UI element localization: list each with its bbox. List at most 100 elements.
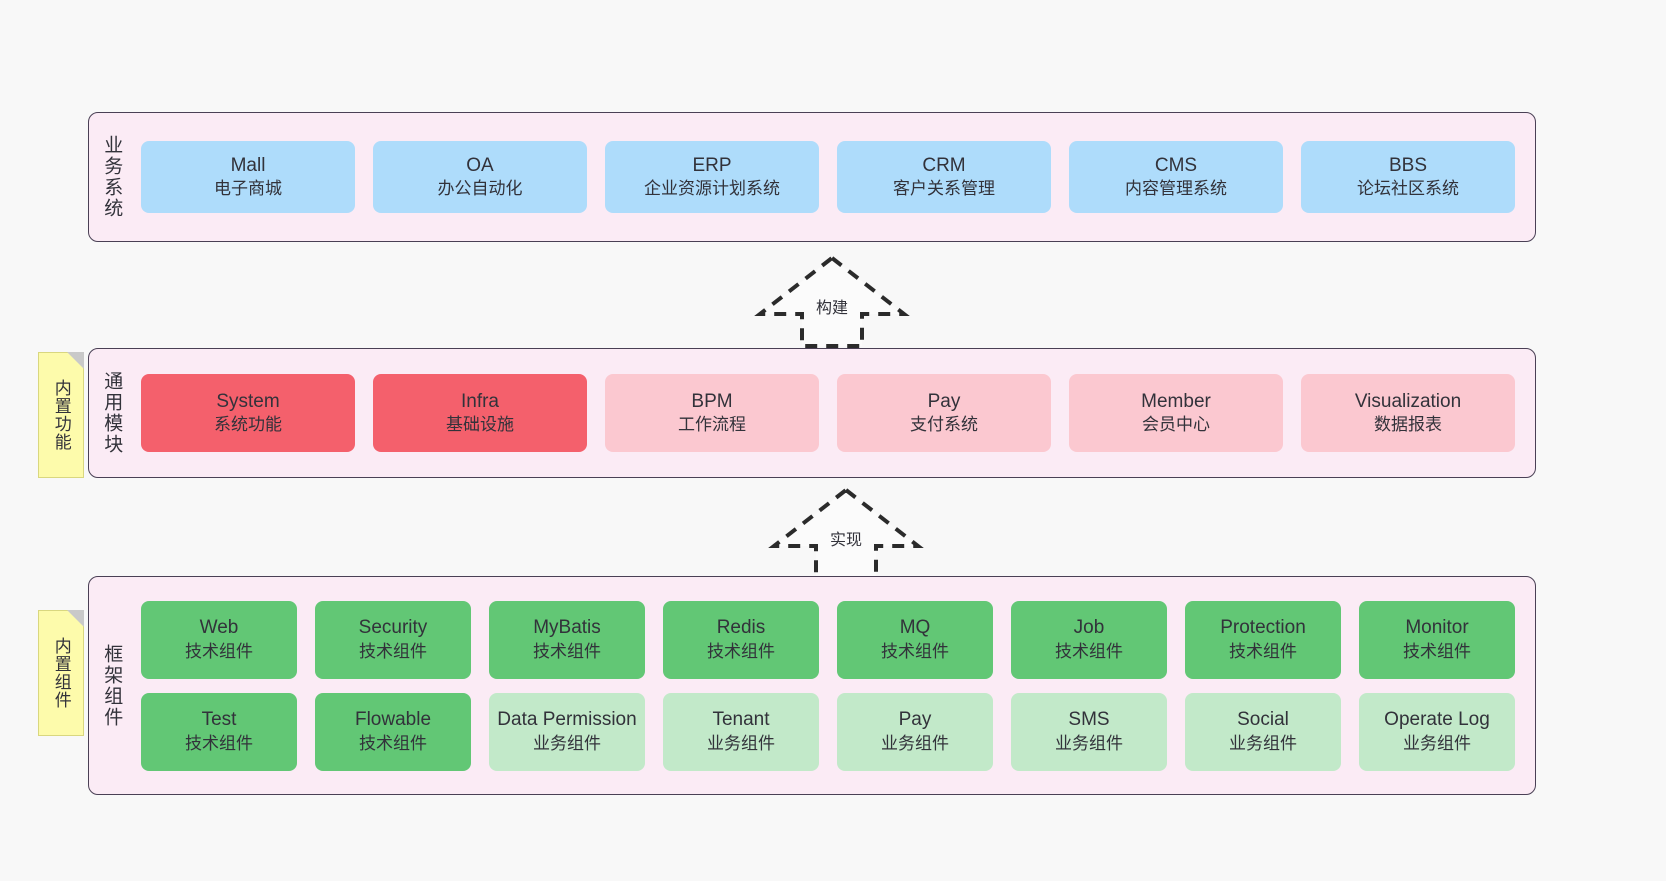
layer-business-system-body: Mall 电子商城 OA 办公自动化 ERP 企业资源计划系统 CRM 客户关系…: [133, 113, 1535, 241]
card-oa-desc: 办公自动化: [437, 179, 523, 199]
card-data-permission-name: Data Permission: [497, 709, 637, 731]
layer-framework-components-body: Web 技术组件 Security 技术组件 MyBatis 技术组件 Redi…: [133, 577, 1535, 794]
card-flowable[interactable]: Flowable 技术组件: [315, 692, 471, 771]
card-mall-desc: 电子商城: [214, 179, 282, 199]
card-web-desc: 技术组件: [185, 641, 253, 661]
card-job-desc: 技术组件: [1055, 641, 1123, 661]
card-mybatis-desc: 技术组件: [533, 641, 601, 661]
layer-common-modules-title: 通用模块: [101, 371, 123, 455]
card-sms-desc: 业务组件: [1055, 733, 1123, 753]
card-bpm-name: BPM: [691, 390, 733, 412]
card-cms-name: CMS: [1154, 154, 1198, 176]
card-bpm[interactable]: BPM 工作流程: [605, 374, 819, 452]
card-security[interactable]: Security 技术组件: [315, 600, 471, 679]
card-monitor[interactable]: Monitor 技术组件: [1359, 600, 1515, 679]
card-sms[interactable]: SMS 业务组件: [1011, 692, 1167, 771]
card-crm-name: CRM: [922, 154, 966, 176]
card-test[interactable]: Test 技术组件: [141, 692, 297, 771]
card-cms[interactable]: CMS 内容管理系统: [1069, 141, 1283, 213]
card-infra-desc: 基础设施: [446, 415, 514, 435]
card-system-name: System: [216, 390, 280, 412]
card-crm-desc: 客户关系管理: [893, 179, 995, 199]
card-web-name: Web: [199, 617, 239, 639]
card-flowable-name: Flowable: [354, 709, 432, 731]
layer-framework-components: 框架组件 Web 技术组件 Security 技术组件 MyBatis 技术组件…: [88, 576, 1536, 795]
card-bbs-name: BBS: [1388, 154, 1428, 176]
card-pay-module-name: Pay: [927, 390, 961, 412]
connector-implement: 实现: [766, 487, 926, 580]
framework-business-component-row: Test 技术组件 Flowable 技术组件 Data Permission …: [141, 692, 1515, 771]
card-operate-log-desc: 业务组件: [1403, 733, 1471, 753]
business-system-card-row: Mall 电子商城 OA 办公自动化 ERP 企业资源计划系统 CRM 客户关系…: [141, 141, 1515, 213]
card-job[interactable]: Job 技术组件: [1011, 600, 1167, 679]
card-web[interactable]: Web 技术组件: [141, 600, 297, 679]
layer-business-system-title: 业务系统: [101, 135, 123, 219]
note-builtin-function: 内置功能: [38, 352, 84, 478]
card-erp-name: ERP: [692, 154, 732, 176]
card-system-desc: 系统功能: [214, 415, 282, 435]
note-builtin-component-label: 内置组件: [51, 637, 71, 709]
card-infra-name: Infra: [460, 390, 500, 412]
card-test-desc: 技术组件: [185, 733, 253, 753]
card-pay-module[interactable]: Pay 支付系统: [837, 374, 1051, 452]
card-tenant[interactable]: Tenant 业务组件: [663, 692, 819, 771]
card-visualization-name: Visualization: [1354, 390, 1462, 412]
layer-common-modules-body: System 系统功能 Infra 基础设施 BPM 工作流程 Pay 支付系统…: [133, 349, 1535, 477]
card-mybatis[interactable]: MyBatis 技术组件: [489, 600, 645, 679]
card-visualization-desc: 数据报表: [1374, 415, 1442, 435]
connector-build: 构建: [752, 255, 912, 348]
connector-implement-label: 实现: [829, 532, 863, 549]
note-builtin-component: 内置组件: [38, 610, 84, 736]
card-monitor-desc: 技术组件: [1403, 641, 1471, 661]
card-mall-name: Mall: [230, 154, 266, 176]
card-social[interactable]: Social 业务组件: [1185, 692, 1341, 771]
card-social-name: Social: [1237, 709, 1289, 731]
card-operate-log[interactable]: Operate Log 业务组件: [1359, 692, 1515, 771]
card-oa-name: OA: [466, 154, 494, 176]
framework-tech-component-row: Web 技术组件 Security 技术组件 MyBatis 技术组件 Redi…: [141, 600, 1515, 679]
card-protection[interactable]: Protection 技术组件: [1185, 600, 1341, 679]
card-visualization[interactable]: Visualization 数据报表: [1301, 374, 1515, 452]
card-test-name: Test: [201, 709, 237, 731]
dashed-hollow-arrow-icon: [754, 255, 910, 348]
card-social-desc: 业务组件: [1229, 733, 1297, 753]
card-security-desc: 技术组件: [359, 641, 427, 661]
card-redis-name: Redis: [716, 617, 766, 639]
card-infra[interactable]: Infra 基础设施: [373, 374, 587, 452]
card-mq-name: MQ: [899, 617, 931, 639]
card-member-desc: 会员中心: [1142, 415, 1210, 435]
card-job-name: Job: [1073, 617, 1105, 639]
card-protection-name: Protection: [1220, 617, 1306, 639]
card-erp[interactable]: ERP 企业资源计划系统: [605, 141, 819, 213]
card-pay-component-desc: 业务组件: [881, 733, 949, 753]
card-cms-desc: 内容管理系统: [1125, 179, 1227, 199]
layer-business-system: 业务系统 Mall 电子商城 OA 办公自动化 ERP 企业资源计划系统 CRM: [88, 112, 1536, 242]
note-builtin-function-label: 内置功能: [51, 379, 71, 451]
card-monitor-name: Monitor: [1405, 617, 1469, 639]
card-pay-module-desc: 支付系统: [910, 415, 978, 435]
card-operate-log-name: Operate Log: [1384, 709, 1490, 731]
card-crm[interactable]: CRM 客户关系管理: [837, 141, 1051, 213]
card-flowable-desc: 技术组件: [359, 733, 427, 753]
card-tenant-desc: 业务组件: [707, 733, 775, 753]
card-data-permission[interactable]: Data Permission 业务组件: [489, 692, 645, 771]
card-system[interactable]: System 系统功能: [141, 374, 355, 452]
layer-framework-components-title: 框架组件: [101, 643, 123, 728]
card-mq[interactable]: MQ 技术组件: [837, 600, 993, 679]
card-bbs[interactable]: BBS 论坛社区系统: [1301, 141, 1515, 213]
card-mall[interactable]: Mall 电子商城: [141, 141, 355, 213]
card-security-name: Security: [358, 617, 428, 639]
card-redis[interactable]: Redis 技术组件: [663, 600, 819, 679]
layer-common-modules: 通用模块 System 系统功能 Infra 基础设施 BPM 工作流程 Pay: [88, 348, 1536, 478]
common-modules-card-row: System 系统功能 Infra 基础设施 BPM 工作流程 Pay 支付系统…: [141, 374, 1515, 452]
card-data-permission-desc: 业务组件: [533, 733, 601, 753]
card-member[interactable]: Member 会员中心: [1069, 374, 1283, 452]
connector-build-label: 构建: [815, 300, 849, 317]
card-pay-component[interactable]: Pay 业务组件: [837, 692, 993, 771]
card-member-name: Member: [1141, 390, 1211, 412]
card-mybatis-name: MyBatis: [533, 617, 601, 639]
card-erp-desc: 企业资源计划系统: [644, 179, 780, 199]
card-oa[interactable]: OA 办公自动化: [373, 141, 587, 213]
card-pay-component-name: Pay: [898, 709, 932, 731]
